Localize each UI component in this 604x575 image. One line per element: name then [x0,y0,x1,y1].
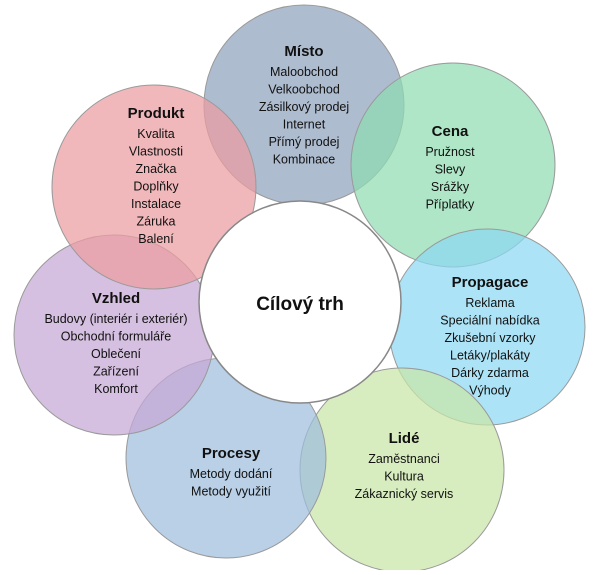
segment-item: Kultura [384,470,424,484]
center-label: Cílový trh [256,294,344,315]
segment-item: Zásilkový prodej [259,100,349,114]
center-node: Cílový trh [198,200,402,404]
segment-item: Doplňky [133,180,179,194]
segment-item: Speciální nabídka [440,314,539,328]
segment-title-cena: Cena [432,123,469,140]
segment-item: Příplatky [426,198,475,212]
segment-item: Výhody [469,384,511,398]
segment-item: Internet [283,118,326,132]
segment-circles [13,4,586,573]
segment-item: Přímý prodej [269,135,340,149]
segment-title-propagace: Propagace [452,274,529,291]
segment-item: Reklama [465,296,514,310]
segment-item: Maloobchod [270,65,338,79]
segment-item: Balení [138,232,174,246]
segment-item: Záruka [137,215,176,229]
segment-item: Obchodní formuláře [61,330,172,344]
segment-item: Zařízení [93,365,139,379]
segment-title-misto: Místo [284,43,323,60]
segment-item: Značka [136,162,177,176]
segment-item: Metody dodání [190,467,273,481]
segment-item: Letáky/plakáty [450,349,531,363]
segment-title-produkt: Produkt [128,105,185,122]
segment-item: Zaměstnanci [368,452,440,466]
segment-item: Vlastnosti [129,145,183,159]
segment-item: Slevy [435,163,466,177]
segment-item: Kvalita [137,127,175,141]
segment-item: Instalace [131,197,181,211]
segment-item: Zákaznický servis [355,487,454,501]
segment-item: Zkušební vzorky [444,331,536,345]
segment-item: Kombinace [273,153,336,167]
segment-item: Metody využití [191,485,271,499]
segment-item: Budovy (interiér i exteriér) [44,312,187,326]
segment-title-lide: Lidé [389,430,420,447]
segment-title-vzhled: Vzhled [92,290,140,307]
segment-title-procesy: Procesy [202,445,261,462]
segment-item: Komfort [94,382,138,396]
segment-item: Oblečení [91,347,142,361]
segment-item: Srážky [431,180,470,194]
segment-produkt: ProduktKvalitaVlastnostiZnačkaDoplňkyIns… [128,105,185,246]
circle-produkt [51,84,257,290]
center-circle [198,200,402,404]
segment-item: Velkoobchod [268,83,340,97]
segment-item: Pružnost [425,145,475,159]
segment-item: Dárky zdarma [451,366,529,380]
